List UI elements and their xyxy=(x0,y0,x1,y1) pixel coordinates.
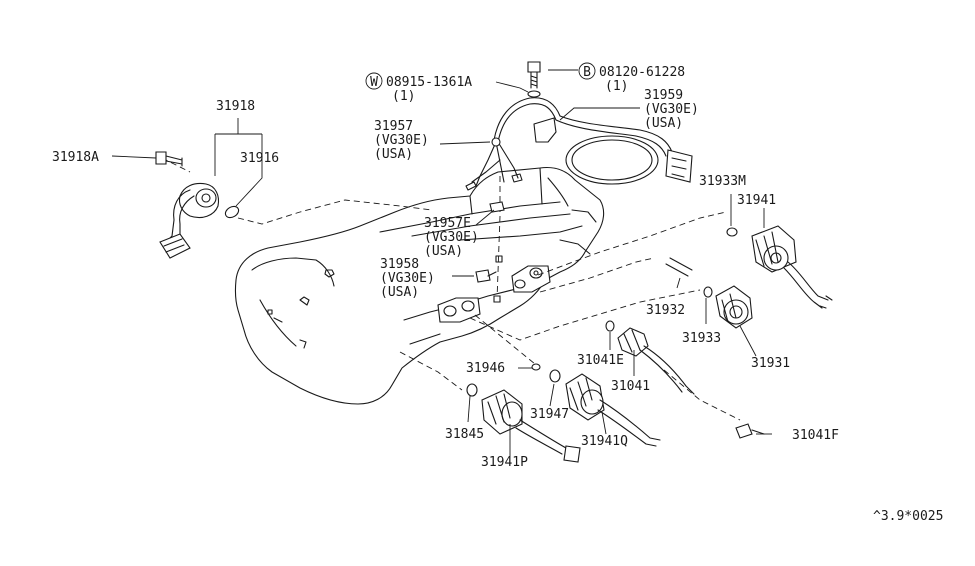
label-31918: 31918 xyxy=(216,99,255,114)
label-31845: 31845 xyxy=(445,427,484,442)
sensor-31941 xyxy=(726,225,833,309)
wiring-harness xyxy=(465,97,693,191)
label-31041F: 31041F xyxy=(792,428,839,443)
sensor-31941Q xyxy=(549,369,661,447)
small-clips xyxy=(475,201,541,371)
label-31918A: 31918A xyxy=(52,150,99,165)
label-08120: 08120-61228 xyxy=(599,65,685,80)
label-31957E-engine: (VG30E) xyxy=(424,230,479,245)
label-31957-engine: (VG30E) xyxy=(374,133,429,148)
label-31941P: 31941P xyxy=(481,455,528,470)
label-31916: 31916 xyxy=(240,151,279,166)
label-31041E: 31041E xyxy=(577,353,624,368)
label-31947: 31947 xyxy=(530,407,569,422)
label-31941: 31941 xyxy=(737,193,776,208)
label-31933: 31933 xyxy=(682,331,721,346)
sensor-31931 xyxy=(665,257,753,329)
bolt-symbol: B xyxy=(583,65,591,80)
label-31941Q: 31941Q xyxy=(581,434,628,449)
label-31958-engine: (VG30E) xyxy=(380,271,435,286)
label-31957-market: (USA) xyxy=(374,147,413,162)
label-31932: 31932 xyxy=(646,303,685,318)
label-31957E: 31957E xyxy=(424,216,471,231)
label-31957E-market: (USA) xyxy=(424,244,463,259)
label-31933M: 31933M xyxy=(699,174,746,189)
sensor-31918 xyxy=(155,151,240,259)
assembly-lines xyxy=(161,157,741,421)
label-08120-qty: (1) xyxy=(605,79,628,94)
label-08915-qty: (1) xyxy=(392,89,415,104)
washer-symbol-circle xyxy=(365,72,383,90)
label-31959-market: (USA) xyxy=(644,116,683,131)
sensor-31941P xyxy=(466,383,581,463)
label-31958-market: (USA) xyxy=(380,285,419,300)
sensor-31041 xyxy=(605,320,765,439)
label-31958: 31958 xyxy=(380,257,419,272)
label-31959-engine: (VG30E) xyxy=(644,102,699,117)
washer-symbol: W xyxy=(370,75,378,90)
label-31957: 31957 xyxy=(374,119,413,134)
label-31931: 31931 xyxy=(751,356,790,371)
bolt-08120 xyxy=(527,61,578,98)
label-31959: 31959 xyxy=(644,88,683,103)
label-31041: 31041 xyxy=(611,379,650,394)
bolt-symbol-circle xyxy=(578,62,596,80)
leader-lines xyxy=(111,81,772,456)
label-31946: 31946 xyxy=(466,361,505,376)
label-08915: 08915-1361A xyxy=(386,75,472,90)
transmission-case xyxy=(234,166,605,405)
reference-code: ^3.9*0025 xyxy=(873,509,943,524)
